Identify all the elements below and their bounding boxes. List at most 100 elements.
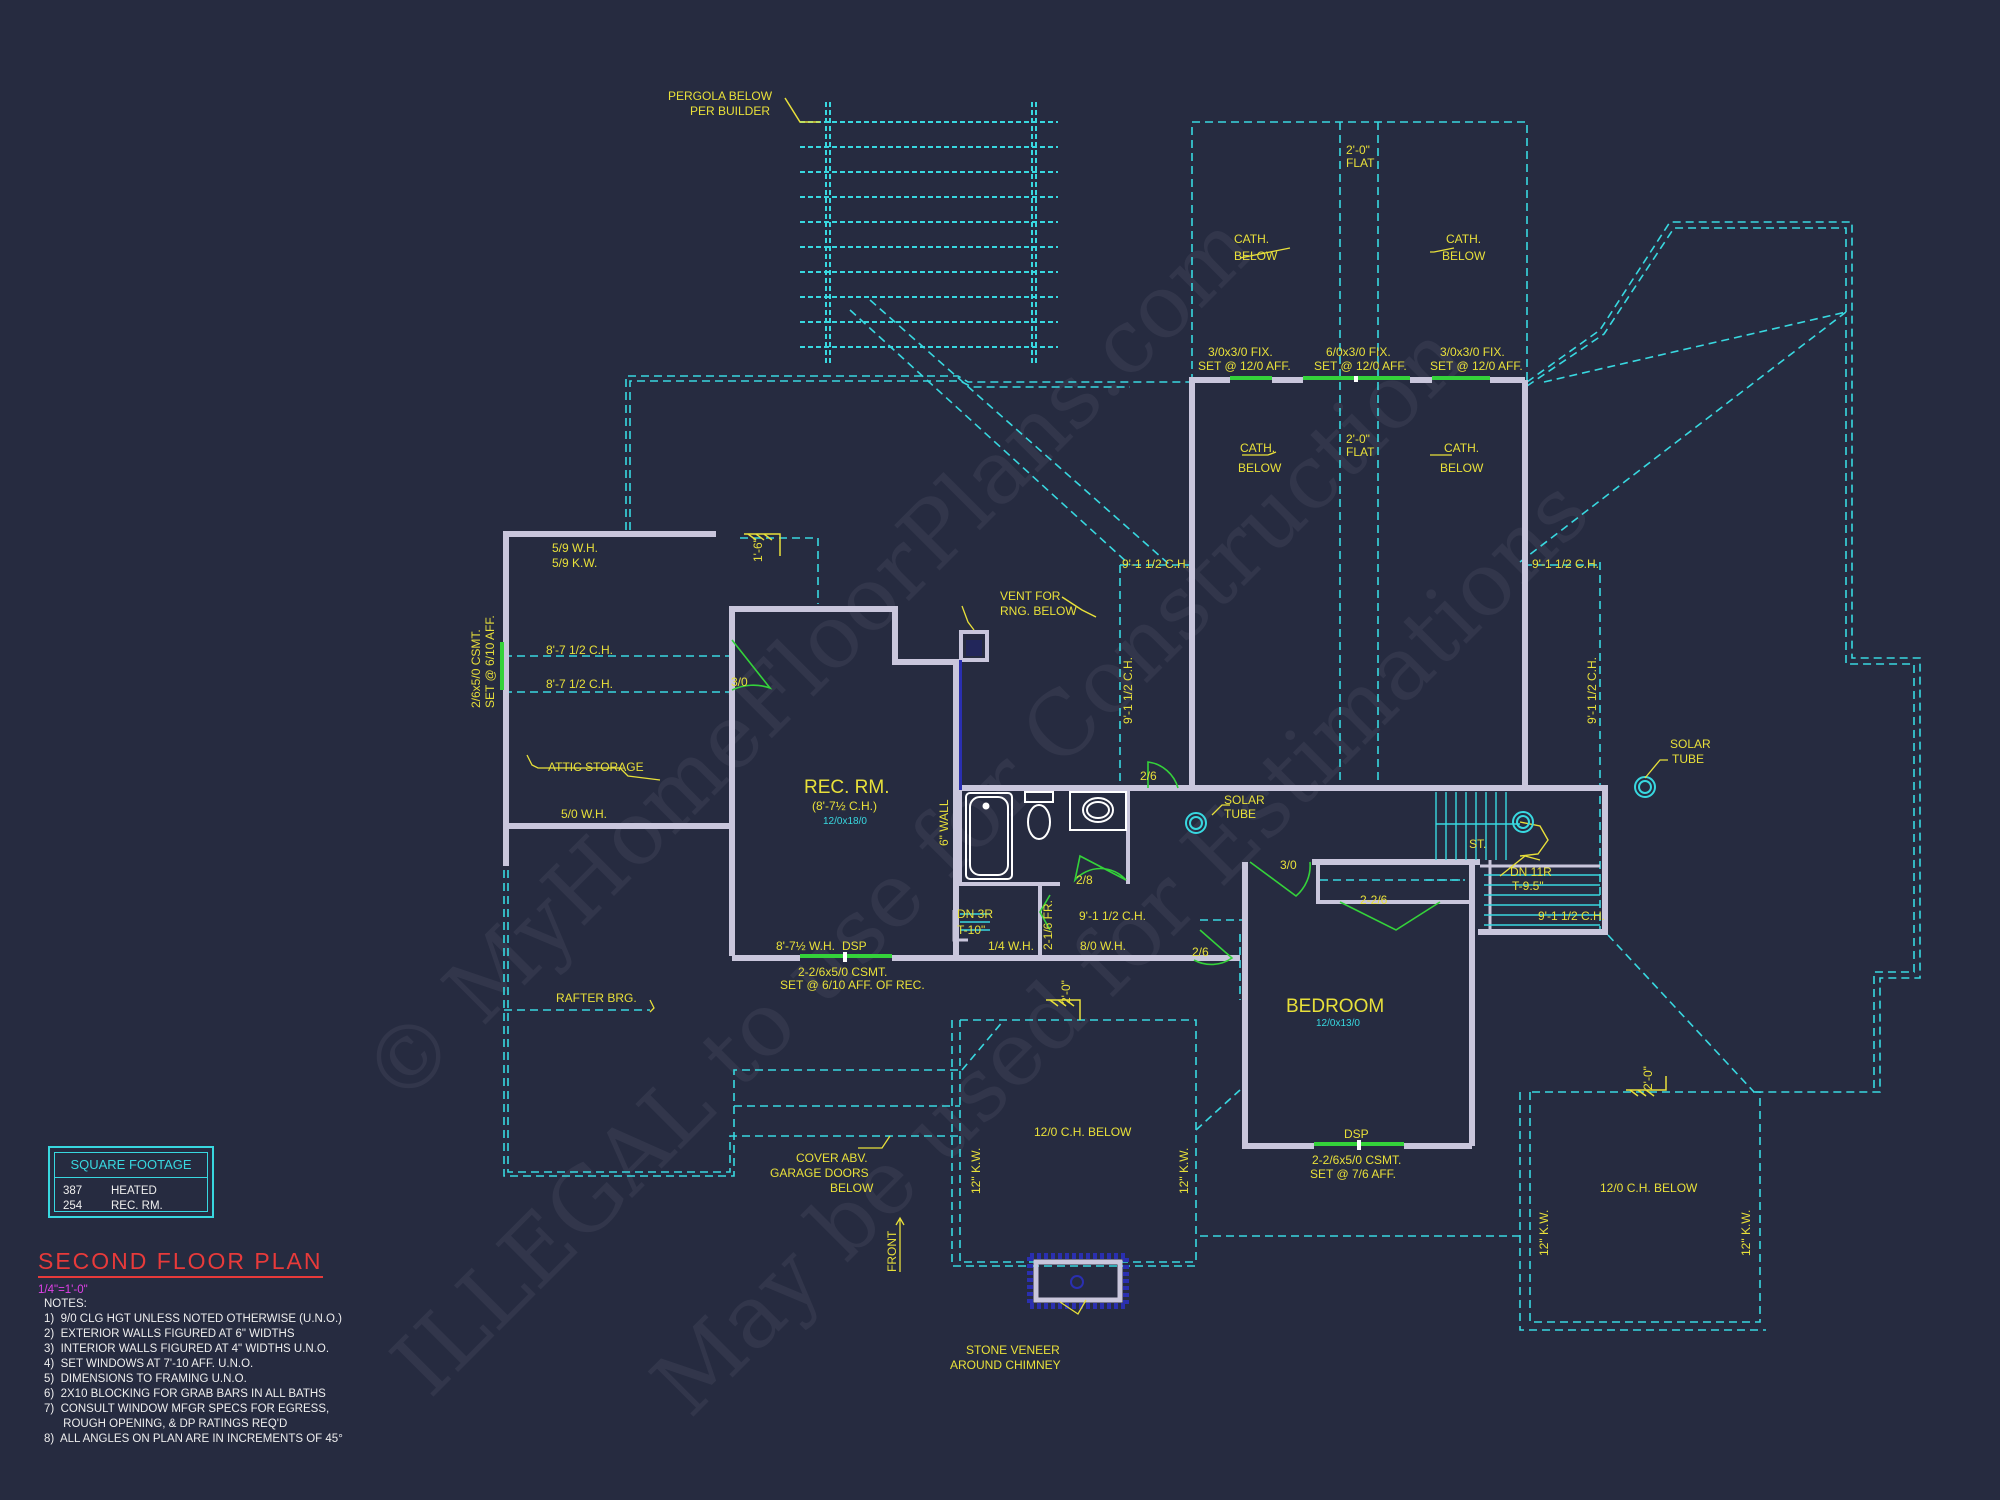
down-right-1: DN 11R	[1510, 865, 1552, 879]
stone-veneer-label-2: AROUND CHIMNEY	[950, 1358, 1061, 1372]
window-right-size: 3/0x3/0 FIX.	[1440, 345, 1505, 359]
door-30-b: 3/0	[1280, 858, 1297, 872]
flat-mid-label: FLAT	[1346, 445, 1375, 459]
window-left-size: 3/0x3/0 FIX.	[1208, 345, 1273, 359]
labels: PERGOLA BELOW PER BUILDER 2'-0" FLAT 2'-…	[469, 89, 1753, 1372]
toilet-tank-icon	[1024, 791, 1054, 803]
attic-wall	[503, 531, 732, 829]
front-label: FRONT	[885, 1230, 899, 1272]
knee-wall-12-c: 12" K.W.	[1537, 1210, 1551, 1256]
ch-912-right: 9'-1 1/2 C.H.	[1538, 909, 1605, 923]
csmt-bed-size: 2-2/6x5/0 CSMT.	[1312, 1153, 1401, 1167]
dim-2-0-a: 2'-0"	[1059, 980, 1073, 1004]
solar-tube-icon	[1512, 811, 1534, 833]
square-footage-header: SQUARE FOOTAGE	[55, 1153, 207, 1178]
rec-room-title: REC. RM.	[804, 777, 890, 798]
plan-title: SECOND FLOOR PLAN	[38, 1248, 323, 1278]
solar-tube-2b: TUBE	[1672, 752, 1704, 766]
plan-scale: 1/4"=1'-0"	[38, 1284, 88, 1296]
door-swings	[731, 639, 1441, 966]
rec-room-size: 12/0x18/0	[823, 816, 867, 827]
ceiling-height-right: 9'-1 1/2 C.H.	[1532, 557, 1599, 571]
roof-outlines	[503, 121, 1921, 1331]
cath-below-4a: CATH.	[1444, 441, 1479, 455]
note-item: 6) 2X10 BLOCKING FOR GRAB BARS IN ALL BA…	[44, 1388, 326, 1400]
leaders	[526, 247, 1668, 1315]
vent-label-1: VENT FOR	[1000, 589, 1061, 603]
notes-header: NOTES:	[44, 1298, 87, 1310]
csmt-left-size: 2/6x5/0 CSMT.	[469, 629, 483, 708]
square-footage-table: SQUARE FOOTAGE 387 HEATED 254 REC. RM.	[48, 1146, 214, 1218]
sink-icon	[1082, 797, 1114, 823]
note-item: 3) INTERIOR WALLS FIGURED AT 4" WIDTHS U…	[44, 1343, 330, 1355]
bathtub-icon	[965, 792, 1013, 880]
solar-tube-2a: SOLAR	[1670, 737, 1711, 751]
vent-label-2: RNG. BELOW	[1000, 604, 1077, 618]
bedroom-wall	[1242, 862, 1314, 1149]
dsp-bedroom: DSP	[1344, 1127, 1369, 1141]
ch-871-a: 8'-7 1/2 C.H.	[546, 643, 613, 657]
ceiling-height-vert-right: 9'-1 1/2 C.H.	[1585, 657, 1599, 724]
sqft-name: REC. RM.	[111, 1200, 163, 1212]
plan-title-block: SECOND FLOOR PLAN 1/4"=1'-0"	[38, 1248, 323, 1296]
stair-st: ST.	[1469, 837, 1486, 851]
square-footage-frame: SQUARE FOOTAGE 387 HEATED 254 REC. RM.	[54, 1152, 208, 1212]
stone-veneer-label-1: STONE VENEER	[966, 1343, 1060, 1357]
chimney	[1027, 1253, 1129, 1309]
ch-871-b: 8'-7 1/2 C.H.	[546, 677, 613, 691]
csmt-bed-set: SET @ 7/6 AFF.	[1310, 1167, 1396, 1181]
stairs	[952, 792, 1600, 942]
window-mid-size: 6/0x3/0 FIX.	[1326, 345, 1391, 359]
solar-tubes	[1185, 776, 1656, 834]
wall-height-80: 8/0 W.H.	[1080, 939, 1126, 953]
sqft-name: HEATED	[111, 1185, 157, 1197]
door-26-b: 2/6	[1192, 945, 1209, 959]
bedroom-title: BEDROOM	[1286, 996, 1384, 1017]
csmt-rec-size: 2-2/6x5/0 CSMT.	[798, 965, 887, 979]
csmt-rec-set: SET @ 6/10 AFF. OF REC.	[780, 978, 925, 992]
dim-2-0-b: 2'-0"	[1641, 1066, 1655, 1090]
ceiling-below-1: 12/0 C.H. BELOW	[1034, 1125, 1132, 1139]
down-left-1: DN 3R	[957, 907, 993, 921]
cover-label-1: COVER ABV.	[796, 1151, 868, 1165]
ceiling-height-vert-left: 9'-1 1/2 C.H.	[1121, 657, 1135, 724]
wall-fills	[959, 640, 982, 790]
note-item: 2) EXTERIOR WALLS FIGURED AT 6" WIDTHS	[44, 1328, 295, 1340]
rec-room-ceiling: (8'-7½ C.H.)	[812, 799, 877, 813]
solar-tube-icon	[1185, 812, 1207, 834]
knee-wall-12-a: 12" K.W.	[969, 1148, 983, 1194]
bath-fixtures	[965, 791, 1127, 880]
door-216-fr: 2-1/6 FR.	[1041, 900, 1055, 950]
six-inch-wall-label: 6" WALL	[937, 799, 951, 846]
note-item: ROUGH OPENING, & DP RATINGS REQ'D	[44, 1418, 288, 1430]
note-item: 1) 9/0 CLG HGT UNLESS NOTED OTHERWISE (U…	[44, 1313, 342, 1325]
sqft-value: 254	[63, 1200, 83, 1212]
toilet-icon	[1027, 804, 1051, 840]
knee-wall-59: 5/9 K.W.	[552, 556, 597, 570]
pergola	[800, 102, 1058, 365]
wall-height-871: 8'-7½ W.H.	[776, 939, 835, 953]
dsp-rec: DSP	[842, 939, 867, 953]
cath-below-2b: BELOW	[1442, 249, 1486, 263]
ceiling-below-2: 12/0 C.H. BELOW	[1600, 1181, 1698, 1195]
bedroom-size: 12/0x13/0	[1316, 1018, 1360, 1029]
flat-top-dim: 2'-0"	[1346, 143, 1370, 157]
cover-label-2: GARAGE DOORS	[770, 1166, 869, 1180]
pergola-label-2: PER BUILDER	[690, 104, 770, 118]
sink-counter-icon	[1069, 791, 1127, 831]
door-26-a: 2/6	[1140, 769, 1157, 783]
sqft-value: 387	[63, 1185, 83, 1197]
down-right-2: T-9.5"	[1512, 879, 1544, 893]
door-30: 3/0	[731, 675, 748, 689]
cath-below-1a: CATH.	[1234, 232, 1269, 246]
cover-label-3: BELOW	[830, 1181, 874, 1195]
ceiling-height-left: 9'-1 1/2 C.H.	[1122, 557, 1189, 571]
note-item: 4) SET WINDOWS AT 7'-10 AFF. U.N.O.	[44, 1358, 254, 1370]
door-2-26: 2-2/6	[1360, 893, 1388, 907]
knee-wall-12-d: 12" K.W.	[1739, 1210, 1753, 1256]
cath-below-2a: CATH.	[1446, 232, 1481, 246]
cath-below-3a: CATH.	[1240, 441, 1275, 455]
window-left-set: SET @ 12/0 AFF.	[1198, 359, 1291, 373]
